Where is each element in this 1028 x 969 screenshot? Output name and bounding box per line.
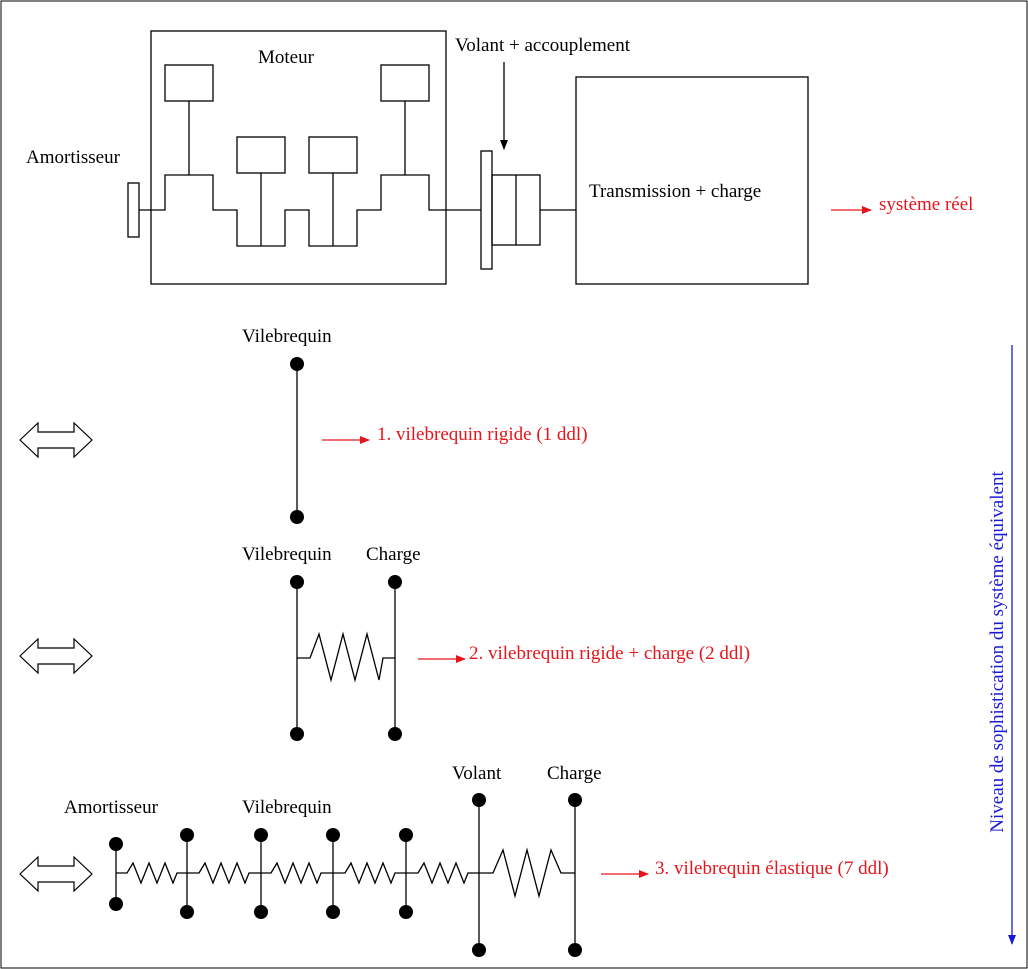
inertia-node	[399, 828, 413, 842]
crankshaft-line	[139, 174, 481, 247]
spring	[333, 861, 406, 885]
flywheel-coupling-label: Volant + accouplement	[455, 35, 631, 56]
inertia-node	[290, 727, 304, 741]
transmission-label: Transmission + charge	[589, 181, 761, 202]
double-arrow-icon	[19, 637, 93, 675]
model3-flywheel-label: Volant	[452, 763, 502, 784]
inertia-node	[568, 793, 582, 807]
model-1	[290, 357, 304, 524]
inertia-node	[109, 837, 123, 851]
piston-3	[308, 136, 358, 174]
inertia-node	[180, 828, 194, 842]
damper-disc	[127, 182, 140, 238]
spring	[479, 847, 575, 899]
real-system-annotation: système réel	[879, 194, 973, 215]
transmission-box	[575, 76, 809, 285]
inertia-node	[290, 575, 304, 589]
inertia-node	[472, 943, 486, 957]
inertia-node	[399, 905, 413, 919]
spring	[261, 861, 333, 885]
inertia-node	[290, 357, 304, 371]
piston-1	[164, 64, 214, 102]
inertia-node	[254, 905, 268, 919]
inertia-node	[388, 575, 402, 589]
model1-annotation: 1. vilebrequin rigide (1 ddl)	[377, 424, 588, 445]
model-2	[296, 582, 396, 734]
inertia-node	[109, 897, 123, 911]
piston-2	[236, 136, 286, 174]
model3-crankshaft-label: Vilebrequin	[242, 797, 332, 818]
sophistication-axis-label: Niveau de sophistication du système équi…	[987, 471, 1008, 833]
damper-label: Amortisseur	[26, 147, 121, 168]
model2-annotation: 2. vilebrequin rigide + charge (2 ddl)	[469, 643, 750, 664]
double-arrow-icon	[19, 421, 93, 459]
spring	[297, 631, 395, 683]
model1-crankshaft-label: Vilebrequin	[242, 326, 332, 347]
inertia-node	[326, 905, 340, 919]
piston-4	[380, 64, 430, 102]
inertia-node	[472, 793, 486, 807]
inertia-node	[388, 727, 402, 741]
model3-annotation: 3. vilebrequin élastique (7 ddl)	[655, 858, 889, 879]
real-system	[127, 30, 809, 285]
engine-box	[150, 30, 447, 285]
inertia-node	[290, 510, 304, 524]
double-arrow-icon	[19, 855, 93, 893]
inertia-node	[254, 828, 268, 842]
model2-crankshaft-label: Vilebrequin	[242, 544, 332, 565]
spring	[116, 861, 187, 885]
spring	[406, 861, 479, 885]
inertia-node	[180, 905, 194, 919]
inertia-node	[568, 943, 582, 957]
model3-damper-label: Amortisseur	[64, 797, 159, 818]
inertia-node	[326, 828, 340, 842]
model2-load-label: Charge	[366, 544, 421, 565]
engine-label: Moteur	[258, 47, 315, 68]
model3-load-label: Charge	[547, 763, 602, 784]
flywheel-disc	[480, 150, 493, 270]
spring	[187, 861, 261, 885]
model-3	[115, 800, 576, 950]
